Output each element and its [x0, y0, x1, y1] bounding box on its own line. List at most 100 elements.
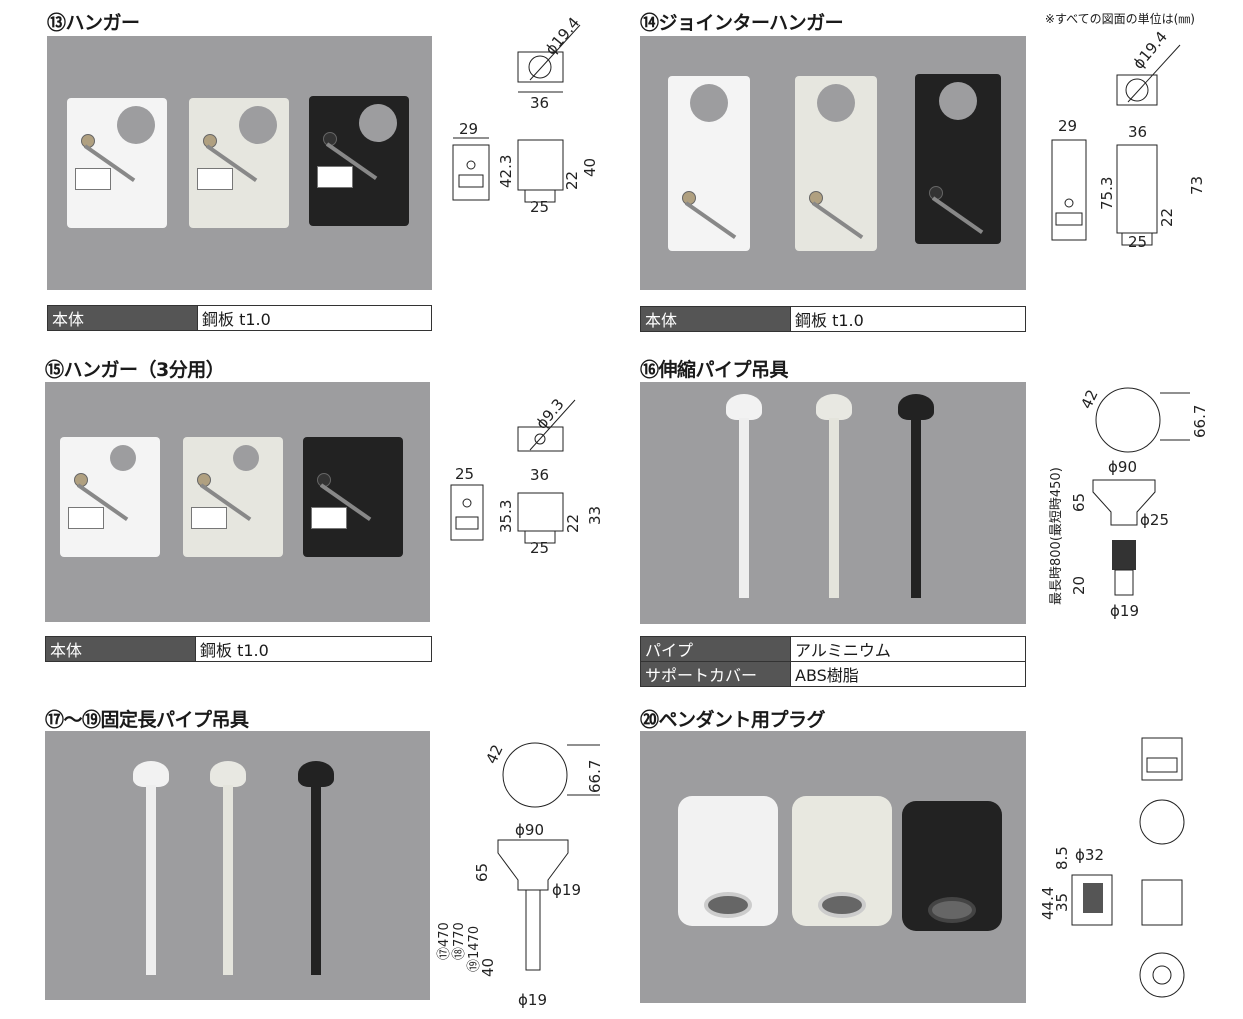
drawing-13: ϕ19.4 36 29 42.3 40 22 25 [452, 14, 599, 216]
dim-w-top: 36 [1128, 123, 1147, 141]
product-photo-15 [45, 382, 430, 622]
spec-row: 本体鋼板 t1.0 [45, 636, 432, 662]
dim-total-h: 44.4 [1039, 887, 1057, 920]
section-title-13: ⑬ハンガー [47, 12, 140, 34]
pipe-white [739, 418, 749, 598]
dim-h-screw: 22 [564, 514, 582, 533]
section-title-14: ⑭ジョインターハンガー [640, 12, 844, 34]
spec-key: 本体 [640, 306, 791, 332]
dim-h-right: 73 [1188, 176, 1206, 195]
dim-body-h: 35 [1053, 893, 1071, 912]
dim-phi-top: ϕ90 [1108, 458, 1137, 476]
dim-phi-bottom: ϕ19 [1110, 602, 1139, 620]
spec-row: パイプアルミニウム [640, 636, 1026, 662]
product-photo-16 [640, 382, 1026, 624]
hanger-ivory [183, 437, 283, 557]
drawing-20: 8.5 ϕ32 44.4 35 [1039, 737, 1185, 998]
pipe-ivory [829, 418, 839, 598]
dim-h-left: 75.3 [1098, 177, 1116, 210]
dim-length-17: ⑰470 [437, 922, 452, 960]
dim-w-bottom: 25 [530, 539, 549, 557]
dim-h-left: 35.3 [497, 500, 515, 533]
section-title-20: ⑳ペンダント用プラグ [640, 709, 826, 731]
spec-value: 鋼板 t1.0 [197, 305, 432, 331]
dim-w-bottom: 25 [1128, 233, 1147, 251]
dim-length-18: ⑱770 [452, 922, 467, 960]
spec-row: 本体鋼板 t1.0 [47, 305, 432, 331]
spec-key: 本体 [47, 305, 198, 331]
dim-bottom-h: 40 [479, 958, 497, 977]
spec-value: 鋼板 t1.0 [195, 636, 432, 662]
product-photo-13 [47, 36, 432, 290]
pipe-black [911, 418, 921, 598]
dim-cone-h: 65 [1070, 493, 1088, 512]
dim-phi: ϕ19.4 [1129, 28, 1171, 73]
pipe-cap-ivory [210, 761, 246, 787]
dim-length-19: ⑲1470 [467, 926, 482, 972]
dim-cone-h: 65 [473, 863, 491, 882]
spec-value: ABS樹脂 [790, 661, 1026, 687]
plug-black [902, 801, 1002, 931]
dim-phi-bottom: ϕ19 [518, 991, 547, 1009]
spec-table-13: 本体鋼板 t1.0 [47, 305, 432, 331]
dim-w-side: 25 [455, 465, 474, 483]
spec-value: アルミニウム [790, 636, 1026, 662]
dim-bottom-h: 20 [1070, 576, 1088, 595]
spec-table-15: 本体鋼板 t1.0 [45, 636, 432, 662]
dim-top-h: 8.5 [1053, 846, 1071, 870]
dim-pitch: 42 [482, 742, 506, 767]
plug-ivory [792, 796, 892, 926]
drawing-17-19: 42 66.7 ϕ90 65 ϕ19 ⑰470 ⑱770 ⑲1470 40 ϕ1… [437, 742, 604, 1009]
section-title-16: ⑯伸縮パイプ吊具 [640, 359, 789, 381]
jointer-hanger-black [915, 74, 1001, 244]
dim-w-side: 29 [459, 120, 478, 138]
pipe-cap-black [898, 394, 934, 420]
spec-table-14: 本体鋼板 t1.0 [640, 306, 1026, 332]
pipe-cap-white [726, 394, 762, 420]
jointer-hanger-white [668, 76, 750, 251]
spec-value: 鋼板 t1.0 [790, 306, 1026, 332]
dim-w-top: 36 [530, 94, 549, 112]
dim-h-right: 40 [581, 158, 599, 177]
hanger-black [309, 96, 409, 226]
hanger-black [303, 437, 403, 557]
dim-w-side: 29 [1058, 117, 1077, 135]
dim-length: 最長時800(最短時450) [1049, 467, 1064, 605]
dim-w-top: 36 [530, 466, 549, 484]
drawing-16: 42 66.7 ϕ90 65 ϕ25 最長時800(最短時450) 20 ϕ19 [1049, 387, 1209, 620]
plug-white [678, 796, 778, 926]
pipe-cap-black [298, 761, 334, 787]
product-photo-20 [640, 731, 1026, 1003]
pipe-cap-white [133, 761, 169, 787]
spec-key: パイプ [640, 636, 791, 662]
drawing-15: ϕ9.3 36 25 35.3 33 22 25 [450, 395, 604, 557]
units-note: ※すべての図面の単位は(㎜) [1044, 12, 1195, 26]
dim-h-screw: 22 [1158, 208, 1176, 227]
pipe-white [146, 785, 156, 975]
spec-key: サポートカバー [640, 661, 791, 687]
dim-phi-top: ϕ90 [515, 821, 544, 839]
dim-h-screw: 22 [563, 171, 581, 190]
dim-top-h: 66.7 [1191, 405, 1209, 438]
drawing-14: ϕ19.4 36 29 75.3 73 22 25 [1051, 28, 1206, 251]
jointer-hanger-ivory [795, 76, 877, 251]
hanger-white [67, 98, 167, 228]
product-photo-14 [640, 36, 1026, 290]
section-title-17-19: ⑰〜⑲固定長パイプ吊具 [45, 709, 249, 731]
dim-phi: ϕ32 [1075, 846, 1104, 864]
pipe-black [311, 785, 321, 975]
dim-phi-neck: ϕ25 [1140, 511, 1169, 529]
spec-row: 本体鋼板 t1.0 [640, 306, 1026, 332]
section-title-15: ⑮ハンガー（3分用） [45, 359, 225, 381]
pipe-ivory [223, 785, 233, 975]
dim-top-h: 66.7 [586, 760, 604, 793]
hanger-ivory [189, 98, 289, 228]
dim-h-left: 42.3 [497, 155, 515, 188]
dim-phi-neck: ϕ19 [552, 881, 581, 899]
hanger-white [60, 437, 160, 557]
product-photo-17-19 [45, 731, 430, 1000]
dim-w-bottom: 25 [530, 198, 549, 216]
spec-key: 本体 [45, 636, 196, 662]
